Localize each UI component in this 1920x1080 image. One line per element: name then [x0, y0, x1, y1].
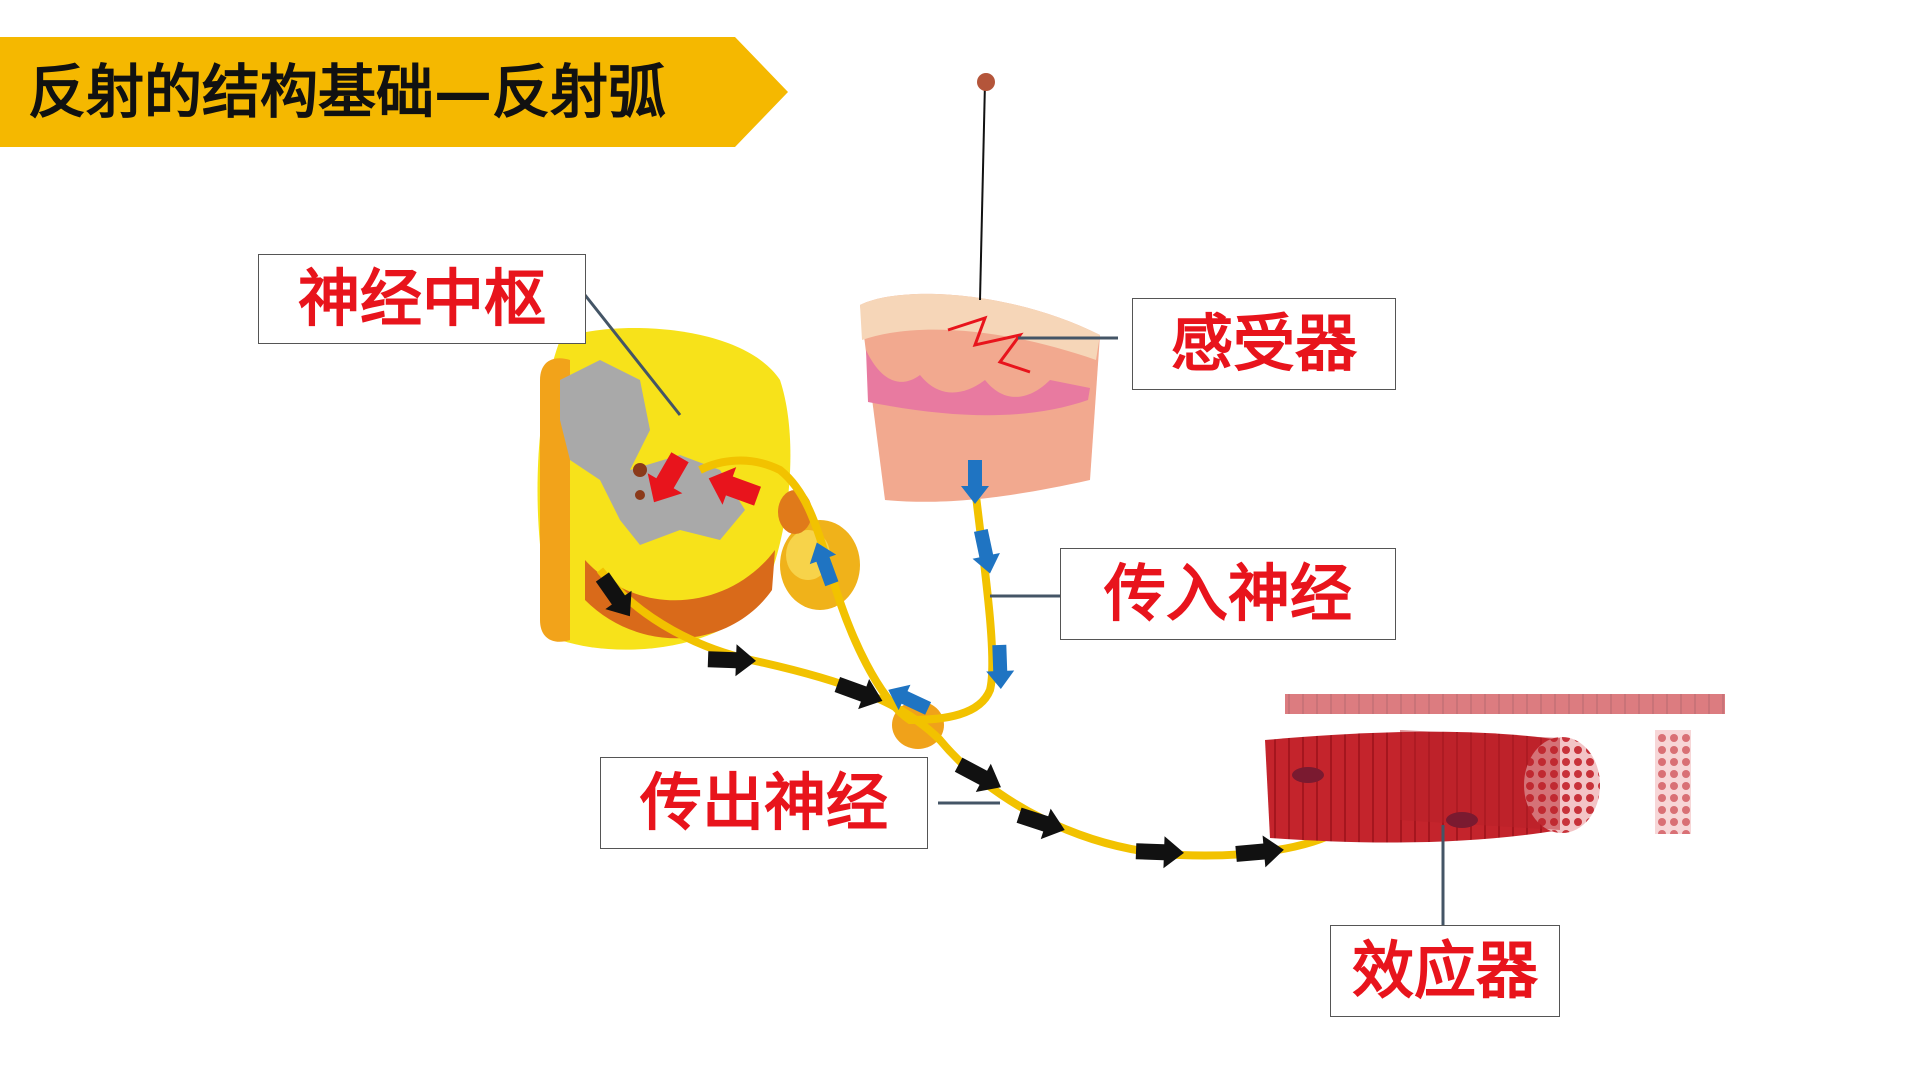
efferent-arrow-6: [1135, 836, 1184, 869]
leader-lines: [583, 294, 1445, 925]
skin-receptor: [860, 293, 1100, 502]
label-receptor: 感受器: [1132, 298, 1396, 390]
page-title: 反射的结构基础—反射弧: [28, 58, 667, 126]
afferent-arrow-5: [809, 542, 839, 587]
efferent-arrow-5: [1016, 807, 1065, 840]
pin-stimulus: [977, 73, 995, 301]
efferent-arrow-7: [1235, 835, 1284, 868]
afferent-arrow-4: [888, 684, 932, 715]
label-nerve-center: 神经中枢: [258, 254, 586, 344]
muscle-effector: [1265, 694, 1725, 843]
title-banner-shape: [0, 37, 788, 147]
afferent-arrow-1: [961, 460, 989, 504]
afferent-arrow-3: [986, 644, 1015, 689]
stimulus-lightning-icon: [947, 315, 1031, 374]
efferent-nerve-path: [596, 567, 1343, 860]
label-afferent-nerve: 传入神经: [1060, 548, 1396, 640]
title-banner: 反射的结构基础—反射弧: [0, 37, 790, 147]
label-effector: 效应器: [1330, 925, 1560, 1017]
efferent-arrow-2: [707, 644, 756, 677]
afferent-nerve-path: [698, 419, 997, 725]
efferent-arrow-1: [595, 572, 632, 617]
efferent-arrow-4: [954, 757, 1001, 792]
afferent-arrow-2: [972, 528, 1000, 574]
center-arrows: [647, 452, 761, 506]
leader-line-center: [583, 294, 682, 416]
efferent-arrows: [595, 572, 1284, 869]
gray-matter: [560, 360, 745, 545]
label-efferent-nerve: 传出神经: [600, 757, 928, 849]
efferent-arrow-3: [834, 676, 883, 710]
center-arrow-1: [708, 467, 761, 506]
afferent-arrows: [809, 460, 1015, 715]
center-arrow-2: [647, 452, 689, 503]
interneuron-body: [633, 463, 647, 477]
